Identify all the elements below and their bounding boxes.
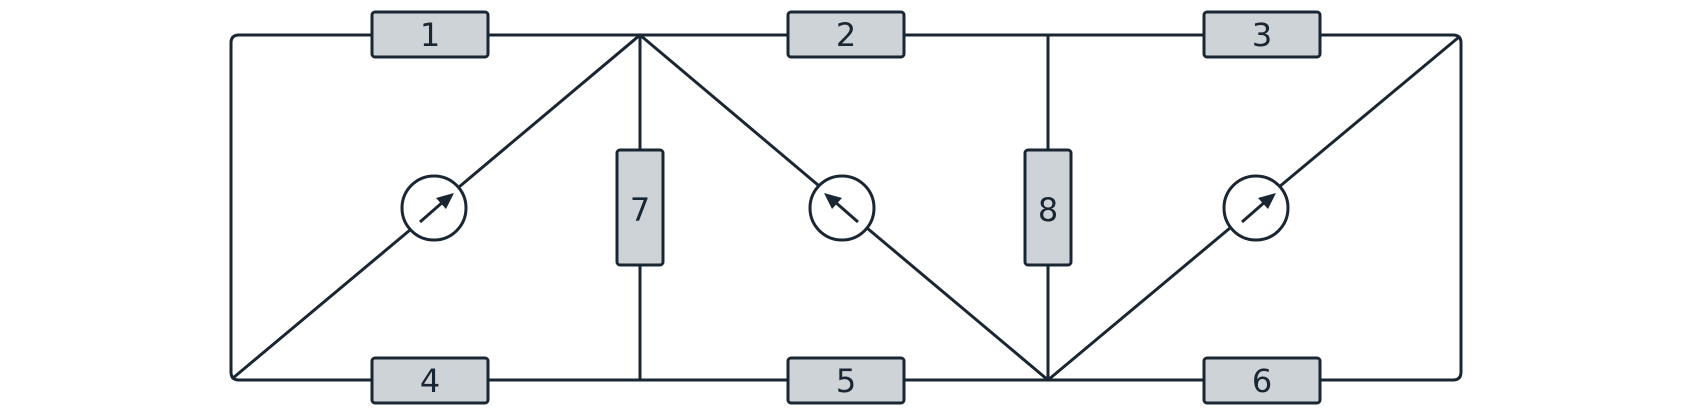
wire-diag-mid-b <box>865 226 1050 382</box>
resistor-8-label: 8 <box>1038 191 1058 229</box>
resistor-7-label: 7 <box>630 191 650 229</box>
meter-icon <box>824 193 859 224</box>
resistor-1: 1 <box>370 10 490 59</box>
resistor-5: 5 <box>786 356 906 405</box>
resistor-8: 8 <box>1023 148 1073 267</box>
wire-diag-right-a <box>1046 226 1232 382</box>
resistor-4: 4 <box>370 356 490 405</box>
resistor-6: 6 <box>1202 356 1322 405</box>
resistor-3-label: 3 <box>1252 16 1272 54</box>
meter-left <box>400 174 468 242</box>
wire-diag-left-a <box>231 228 412 380</box>
wires <box>229 33 1463 382</box>
resistor-1-label: 1 <box>420 16 440 54</box>
resistor-4-label: 4 <box>420 362 440 400</box>
resistor-2: 2 <box>786 10 906 59</box>
resistor-3: 3 <box>1202 10 1322 59</box>
wire-diag-right-b <box>1277 35 1461 189</box>
wire-diag-left-b <box>457 33 642 189</box>
meter-icon <box>419 193 454 224</box>
wire-diag-mid-a <box>638 33 820 187</box>
resistor-5-label: 5 <box>836 362 856 400</box>
wire-top-left <box>229 33 374 382</box>
resistor-6-label: 6 <box>1252 362 1272 400</box>
resistor-2-label: 2 <box>836 16 856 54</box>
meter-middle <box>808 174 876 242</box>
meter-icon <box>1241 193 1276 224</box>
resistor-7: 7 <box>615 148 665 267</box>
wire-right <box>1318 33 1463 382</box>
meter-right <box>1222 174 1290 242</box>
